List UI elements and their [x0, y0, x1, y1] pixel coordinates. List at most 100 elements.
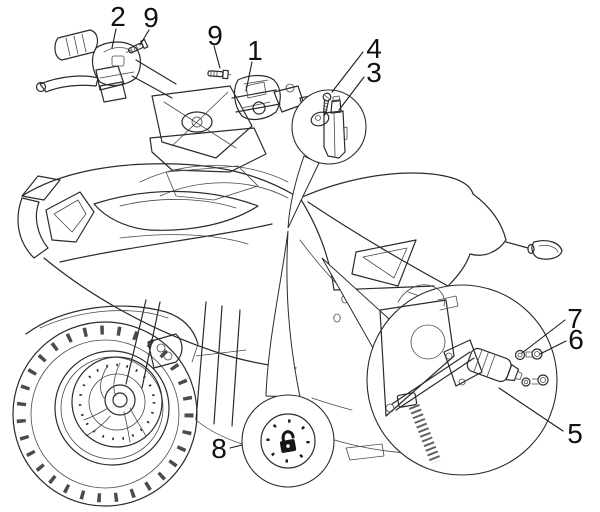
rim-lip	[60, 356, 164, 460]
bracket-top-piece	[397, 284, 445, 307]
clamp-skirt	[149, 127, 267, 173]
callout-1: 1	[247, 35, 263, 66]
fork-legs	[125, 299, 161, 389]
axle	[112, 392, 128, 408]
leader-4	[331, 51, 364, 93]
immobilizer-ring	[260, 413, 316, 469]
screw-tip-9a	[125, 50, 130, 53]
callout-9a: 9	[143, 2, 159, 33]
indicator-lens-line	[538, 244, 559, 253]
detail-balloon-immobilizer	[241, 394, 335, 488]
right-switch-housing	[233, 74, 281, 121]
disc-carrier	[88, 373, 146, 431]
callout-7: 7	[567, 303, 583, 334]
mirror-boss	[285, 83, 295, 93]
fastener-screw-9a	[125, 38, 149, 54]
brake-disc	[71, 356, 163, 448]
pointer-wedge-lock-location	[265, 230, 301, 398]
spoke-upper	[100, 362, 121, 399]
turn-indicator	[531, 239, 563, 260]
fairing-lower-edge	[43, 257, 297, 369]
left-grip-ribs	[65, 33, 87, 57]
front-fork-and-fender	[25, 299, 199, 389]
leader-lines	[111, 28, 567, 449]
stand-bracket	[345, 443, 385, 461]
padlock-shackle	[281, 430, 295, 443]
callout-4: 4	[366, 33, 382, 64]
indicator-base	[527, 243, 535, 255]
bolt-lower-head	[537, 374, 549, 386]
side-panel-sweep	[59, 223, 273, 263]
screw-4-threads	[322, 102, 329, 111]
flange-hole	[315, 115, 321, 121]
seat-side-edge	[307, 201, 471, 287]
screw-4-slot	[324, 95, 330, 99]
left-housing-lines	[99, 47, 135, 79]
tail-vent-triangle	[351, 239, 417, 287]
starter-button	[252, 101, 266, 115]
callout-numbers: 2 9 9 1 4 3 7 6 5 8	[110, 1, 584, 464]
callout-3: 3	[366, 57, 382, 88]
tire-inner-line	[30, 339, 180, 489]
screw-threads-9b	[210, 71, 218, 77]
cowl-top-edge	[21, 163, 297, 197]
balloon-circle-c	[366, 284, 558, 476]
strut-cross-line	[195, 349, 247, 357]
tail-point	[469, 193, 507, 256]
kill-switch-detail	[245, 81, 267, 99]
mount-hole-1	[445, 352, 453, 360]
balloon-circle-a	[291, 89, 367, 165]
screw-shank-9b	[207, 70, 224, 78]
washer-7	[514, 349, 526, 361]
ignition-lock-cylinder	[466, 347, 523, 383]
frame-hole-2	[333, 313, 341, 323]
padlock-keyhole	[286, 444, 290, 448]
bar-clamp-cover	[151, 85, 253, 159]
clamp-x-brace	[163, 91, 237, 149]
screw-head-9b	[222, 69, 229, 80]
seat-top-line	[299, 172, 474, 199]
nose-beak-lower	[17, 197, 49, 259]
steering-nut-boss	[181, 111, 213, 133]
plunger-cap	[332, 95, 341, 103]
windscreen-line	[139, 165, 289, 183]
indicator-stalk	[505, 241, 529, 249]
body-front-seam	[299, 197, 335, 291]
screw-4-head	[322, 92, 332, 102]
leader-5	[498, 387, 564, 432]
caliper-bolt-1	[156, 343, 166, 353]
headlight-lens	[53, 199, 87, 233]
left-housing-sub-box	[99, 81, 127, 103]
handlebar-left-tube	[131, 59, 177, 99]
key-face-cap	[514, 370, 523, 380]
barrel-ridges	[473, 349, 496, 378]
left-switch-housing	[91, 41, 142, 87]
clamp-base	[165, 165, 259, 201]
left-switch-button	[111, 55, 125, 67]
ribbed-cable	[408, 403, 442, 465]
tail-vent-inner	[362, 247, 408, 279]
headlight-upper-lens	[93, 190, 259, 231]
handlebar-right-tube	[231, 89, 281, 113]
immobilizer-led-dots	[266, 419, 310, 463]
caliper-bolt-2	[163, 351, 173, 361]
switch-flange	[310, 111, 330, 127]
pointer-wedge-switch	[287, 155, 320, 229]
callout-9b: 9	[207, 20, 223, 51]
washer-lower-hole	[523, 379, 529, 385]
bolt-lower-socket	[540, 377, 546, 383]
mount-hole-2	[458, 378, 466, 386]
spoke-left	[83, 407, 111, 437]
tire-tread	[16, 325, 194, 503]
bolt-6-shank	[525, 351, 533, 358]
frame-bracket-plate	[379, 299, 455, 417]
left-brake-lever	[39, 75, 99, 93]
switch-plunger	[330, 99, 342, 114]
lens-reflector-line	[119, 199, 237, 209]
lock-rod	[391, 351, 475, 411]
panel-seam	[119, 234, 249, 245]
detail-balloon-switch	[287, 89, 367, 229]
bolt-lower-shank	[531, 378, 539, 385]
washer-7-hole	[517, 352, 523, 358]
